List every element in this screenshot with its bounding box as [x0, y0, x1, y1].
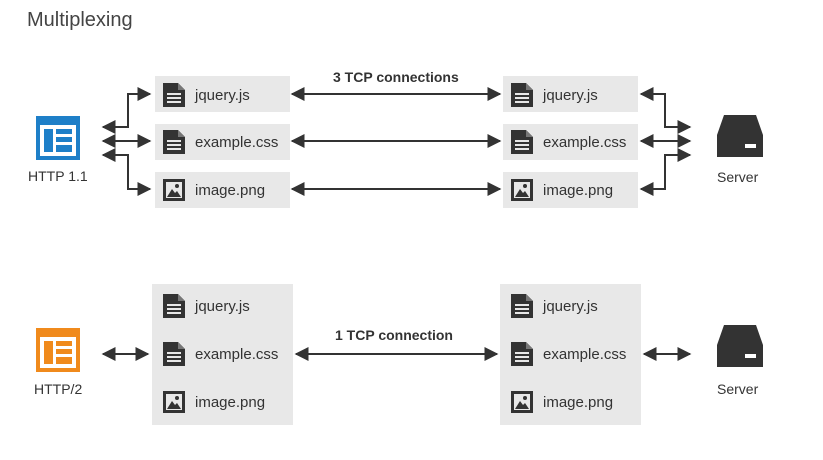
- document-icon: [511, 130, 533, 154]
- http11-client-file-jquery: jquery.js: [163, 80, 250, 110]
- image-icon: [511, 391, 533, 413]
- file-name: jquery.js: [543, 297, 598, 315]
- http2-connection-label: 1 TCP connection: [335, 327, 453, 343]
- http11-client-file-css: example.css: [163, 127, 278, 157]
- file-name: image.png: [543, 181, 614, 199]
- document-icon: [511, 294, 533, 318]
- file-name: jquery.js: [195, 86, 250, 104]
- document-icon: [163, 294, 185, 318]
- http2-client-file-jquery: jquery.js: [163, 291, 250, 321]
- document-icon: [163, 342, 185, 366]
- arrow: [101, 148, 152, 196]
- http2-server-file-jquery: jquery.js: [511, 291, 598, 321]
- file-name: jquery.js: [543, 86, 598, 104]
- file-name: example.css: [543, 345, 627, 363]
- page-title: Multiplexing: [27, 9, 133, 31]
- file-name: image.png: [543, 393, 614, 411]
- http2-client-label: HTTP/2: [34, 381, 83, 397]
- http2-server-file-png: image.png: [511, 387, 613, 417]
- file-name: example.css: [543, 133, 627, 151]
- file-name: example.css: [195, 345, 279, 363]
- file-name: jquery.js: [195, 297, 250, 315]
- http2-server-label: Server: [717, 381, 759, 397]
- arrow: [639, 87, 692, 134]
- http11-server-file-css: example.css: [511, 127, 626, 157]
- document-icon: [511, 83, 533, 107]
- browser-window-icon: [36, 328, 80, 372]
- server-icon: [717, 115, 763, 157]
- image-icon: [163, 179, 185, 201]
- http11-server-file-jquery: jquery.js: [511, 80, 598, 110]
- file-name: image.png: [195, 393, 266, 411]
- http11-connection-label: 3 TCP connections: [333, 69, 459, 85]
- http2-client-file-css: example.css: [163, 339, 278, 369]
- image-icon: [511, 179, 533, 201]
- document-icon: [163, 130, 185, 154]
- browser-window-icon: [36, 116, 80, 160]
- http11-client-file-png: image.png: [163, 175, 265, 205]
- image-icon: [163, 391, 185, 413]
- arrow: [639, 148, 692, 196]
- http2-server-file-css: example.css: [511, 339, 626, 369]
- arrow: [101, 87, 152, 134]
- file-name: image.png: [195, 181, 266, 199]
- file-name: example.css: [195, 133, 279, 151]
- document-icon: [163, 83, 185, 107]
- http11-server-label: Server: [717, 169, 759, 185]
- http11-client-label: HTTP 1.1: [28, 168, 88, 184]
- http2-client-file-png: image.png: [163, 387, 265, 417]
- http11-server-file-png: image.png: [511, 175, 613, 205]
- document-icon: [511, 342, 533, 366]
- server-icon: [717, 325, 763, 367]
